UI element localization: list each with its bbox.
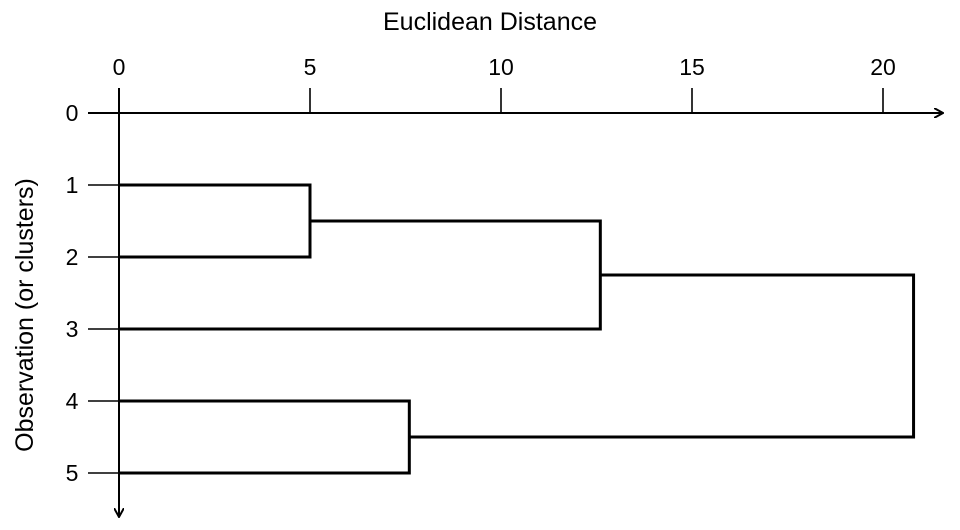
observation-label: 4 [66, 388, 79, 414]
observation-label: 3 [66, 316, 79, 342]
x-tick-label: 15 [679, 54, 705, 80]
y-axis-title: Observation (or clusters) [11, 178, 39, 452]
x-tick-label: 10 [488, 54, 514, 80]
merge-link [409, 273, 916, 439]
dendrogram-links [119, 183, 916, 475]
x-tick-label: 20 [870, 54, 896, 80]
merge-link [119, 219, 602, 331]
observation-label: 2 [66, 244, 79, 270]
observation-label: 5 [66, 460, 79, 486]
observation-label: 1 [66, 172, 79, 198]
observation-label: 0 [66, 100, 79, 126]
x-axis-title: Euclidean Distance [383, 8, 597, 36]
merge-link [119, 399, 411, 475]
merge-link [119, 183, 312, 259]
x-tick-label: 5 [304, 54, 317, 80]
axes: 0 5 10 15 20 0 1 2 3 4 5 [66, 54, 942, 516]
x-tick-label: 0 [113, 54, 126, 80]
